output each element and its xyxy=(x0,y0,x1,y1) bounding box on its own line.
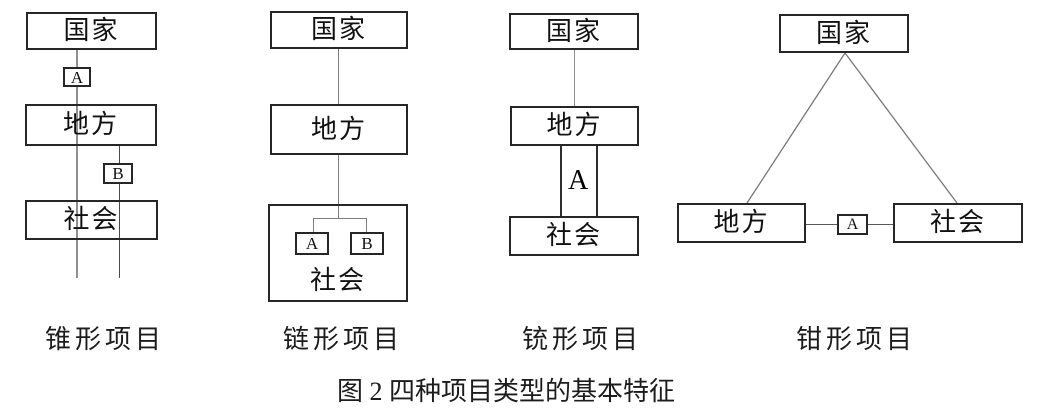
connector-line xyxy=(313,218,367,219)
node-box-state: 国家 xyxy=(270,11,408,49)
node-box-state: 国家 xyxy=(26,12,157,50)
node-box-local: 地方 xyxy=(677,203,806,243)
connector-line xyxy=(574,50,575,106)
node-label-state: 国家 xyxy=(63,16,120,45)
node-label-state: 国家 xyxy=(310,15,367,44)
connector-line xyxy=(76,50,78,278)
connector-line xyxy=(119,146,120,278)
node-box-state: 国家 xyxy=(779,14,909,53)
figure-caption: 图 2 四种项目类型的基本特征 xyxy=(336,377,675,406)
diagram-type-label: 锥形项目 xyxy=(45,325,166,354)
link-badge-a-label: A xyxy=(305,234,319,253)
link-badge-b-label: B xyxy=(361,234,373,253)
node-box-society: 社会 xyxy=(509,216,639,256)
node-label-society: 社会 xyxy=(63,205,120,234)
connector-line xyxy=(366,218,367,232)
node-box-local: 地方 xyxy=(510,106,639,146)
connector-line xyxy=(560,146,562,216)
link-badge-a: A xyxy=(63,67,91,87)
link-badge-a: A xyxy=(837,214,868,235)
node-label-state: 国家 xyxy=(815,18,872,48)
diagram-type-label: 铳形项目 xyxy=(522,325,643,354)
node-box-society: 社会 xyxy=(25,200,158,240)
node-box-society: 社会 xyxy=(893,203,1023,243)
connector-line xyxy=(338,155,339,218)
node-label-state: 国家 xyxy=(545,16,602,46)
link-badge-b-label: B xyxy=(112,164,124,183)
node-label-society: 社会 xyxy=(929,208,986,237)
link-badge-a-label: A xyxy=(846,215,859,233)
link-badge-b: B xyxy=(350,232,384,255)
diagram-type-label: 链形项目 xyxy=(283,325,404,354)
node-label-local: 地方 xyxy=(62,110,119,139)
node-label-local: 地方 xyxy=(546,111,603,140)
diagram-type-label: 钳形项目 xyxy=(796,325,917,354)
connector-line xyxy=(868,224,893,225)
node-box-society: 社会 xyxy=(268,204,408,302)
link-badge-a: A xyxy=(295,232,329,255)
connector-line xyxy=(313,218,314,232)
connector-line xyxy=(596,146,598,216)
node-label-society: 社会 xyxy=(545,221,602,250)
link-channel-a-label: A xyxy=(568,165,589,196)
connector-line xyxy=(806,224,837,225)
connector-line xyxy=(338,49,339,105)
node-box-state: 国家 xyxy=(509,13,639,50)
node-box-local: 地方 xyxy=(270,104,408,155)
link-badge-a-label: A xyxy=(70,67,84,87)
link-badge-b: B xyxy=(103,163,133,184)
node-label-local: 地方 xyxy=(713,208,770,237)
node-label-local: 地方 xyxy=(310,114,367,144)
node-label-society: 社会 xyxy=(309,266,366,295)
node-box-local: 地方 xyxy=(25,104,157,146)
